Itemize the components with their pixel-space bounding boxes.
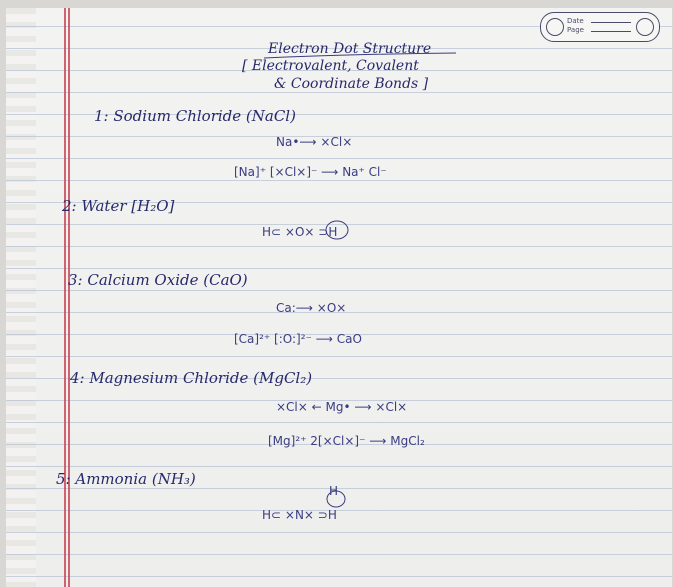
handwriting-underlines	[263, 52, 457, 508]
ruled-line	[6, 48, 672, 49]
ruled-line	[6, 444, 672, 445]
ruled-line	[6, 70, 672, 71]
page-title: Electron Dot Structure	[268, 41, 432, 57]
ruled-line	[6, 400, 672, 401]
page-stack-edge	[6, 8, 36, 587]
ruled-line	[6, 26, 672, 27]
page-subtitle-2: & Coordinate Bonds ]	[274, 76, 429, 92]
stamp-date-label: Date	[567, 17, 584, 25]
ruled-line	[6, 158, 672, 159]
section-4-line-1: ×Cl× ← Mg• ⟶ ×Cl×	[276, 400, 408, 414]
ruled-line	[6, 378, 672, 379]
oxygen-circle	[325, 220, 349, 240]
title-underline	[263, 52, 457, 59]
stamp-circle-left-icon	[546, 18, 564, 36]
stamp-circle-right-icon	[636, 18, 654, 36]
ruled-line	[6, 510, 672, 511]
margin-line-left	[64, 8, 66, 587]
ruled-line	[6, 356, 672, 357]
ruled-line	[6, 136, 672, 137]
section-5-line-2: H⊂ ×N× ⊃H	[262, 508, 337, 522]
ruled-line	[6, 224, 672, 225]
section-3-line-2: [Ca]²⁺ [:O:]²⁻ ⟶ CaO	[234, 332, 362, 346]
section-1-line-1: Na•⟶ ×Cl×	[276, 135, 353, 149]
ruled-line	[6, 114, 672, 115]
ruled-line	[6, 334, 672, 335]
section-4-heading: 4: Magnesium Chloride (MgCl₂)	[70, 369, 313, 387]
ruled-line	[6, 180, 672, 181]
ruled-line	[6, 246, 672, 247]
ruled-line	[6, 576, 672, 577]
section-1-heading: 1: Sodium Chloride (NaCl)	[94, 107, 296, 125]
section-5-heading: 5: Ammonia (NH₃)	[56, 470, 196, 488]
ruled-line	[6, 312, 672, 313]
section-2-line-1: H⊂ ×O× ⊃H	[262, 225, 338, 239]
section-3-line-1: Ca:⟶ ×O×	[276, 301, 347, 315]
ammonia-top-circle	[326, 490, 346, 508]
ruled-line	[6, 290, 672, 291]
section-2-heading: 2: Water [H₂O]	[62, 197, 175, 215]
ruled-line	[6, 466, 672, 467]
ruled-line	[6, 532, 672, 533]
stamp-page-line	[591, 31, 631, 32]
section-4-line-2: [Mg]²⁺ 2[×Cl×]⁻ ⟶ MgCl₂	[268, 434, 425, 448]
page-subtitle: [ Electrovalent, Covalent	[242, 58, 419, 74]
ruled-line	[6, 422, 672, 423]
margin-line-left-inner	[68, 8, 70, 587]
date-page-stamp: Date Page	[540, 12, 660, 42]
section-3-heading: 3: Calcium Oxide (CaO)	[68, 271, 248, 289]
notebook-page: Date Page Electron Dot Structure [ Elect…	[6, 8, 672, 587]
section-1-line-2: [Na]⁺ [×Cl×]⁻ ⟶ Na⁺ Cl⁻	[234, 165, 387, 179]
ruled-line	[6, 488, 672, 489]
stamp-date-line	[591, 22, 631, 23]
stamp-page-label: Page	[567, 26, 584, 34]
ruled-line	[6, 268, 672, 269]
ruled-line	[6, 554, 672, 555]
ruled-line	[6, 92, 672, 93]
ruled-line	[6, 202, 672, 203]
